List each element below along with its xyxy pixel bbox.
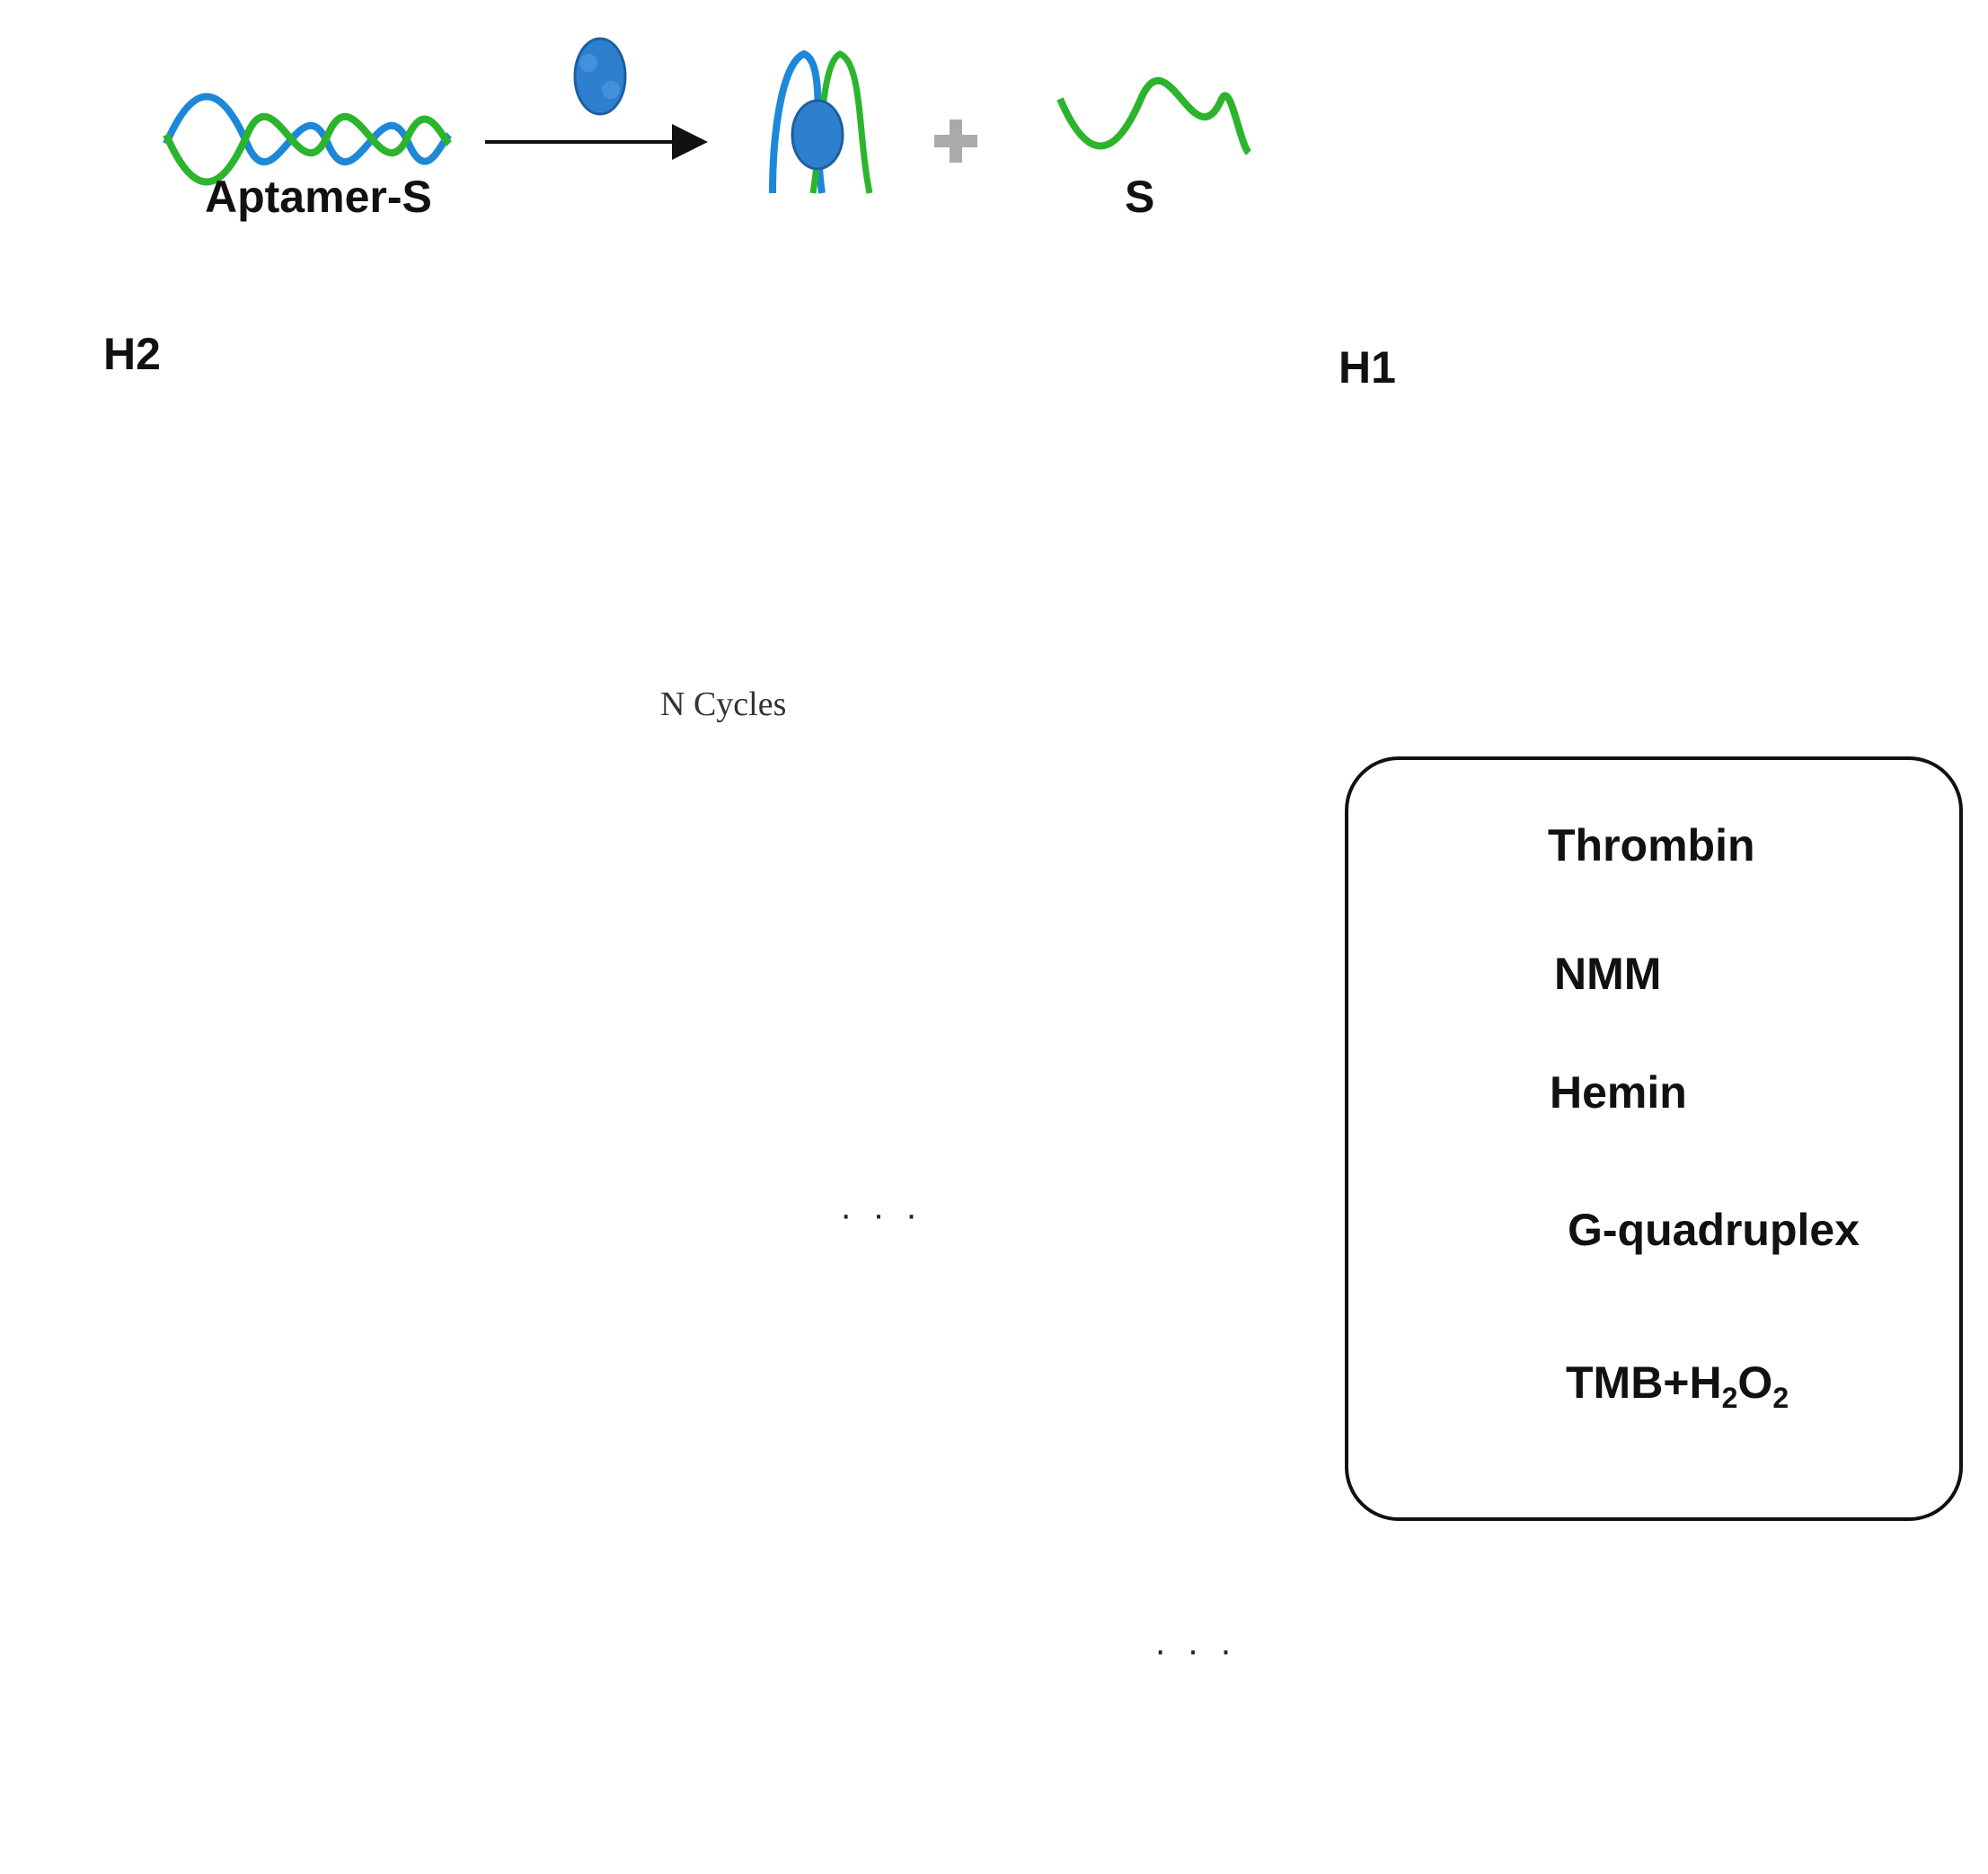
dots-ellipsis-1: · · · [840, 1195, 923, 1234]
aptamer-s-duplex [163, 93, 453, 186]
legend-label-g-quadruplex: G-quadruplex [1568, 1205, 1860, 1255]
tmb-sub-2: 2 [1772, 1382, 1789, 1414]
label-aptamer-s: Aptamer-S [205, 172, 432, 222]
legend-box [1345, 756, 1963, 1521]
tmb-sub-1: 2 [1721, 1382, 1738, 1414]
legend-label-hemin: Hemin [1550, 1067, 1687, 1118]
label-n-cycles: N Cycles [660, 685, 787, 723]
label-h1: H1 [1339, 342, 1396, 393]
label-s: S [1125, 172, 1155, 222]
thrombin-top-icon [573, 37, 627, 116]
legend-label-nmm: NMM [1554, 949, 1662, 999]
plus-sign [934, 119, 977, 163]
label-h2: H2 [103, 329, 161, 379]
dots-ellipsis-2: · · · [1154, 1631, 1238, 1670]
legend-label-tmb-h2o2: TMB+H2O2 [1566, 1357, 1789, 1415]
thrombin-aptamer-complex [769, 49, 873, 194]
legend-label-thrombin: Thrombin [1548, 820, 1755, 871]
s-strand [1056, 76, 1252, 155]
tmb-mid: O [1737, 1357, 1773, 1408]
tmb-prefix: TMB+H [1566, 1357, 1722, 1408]
